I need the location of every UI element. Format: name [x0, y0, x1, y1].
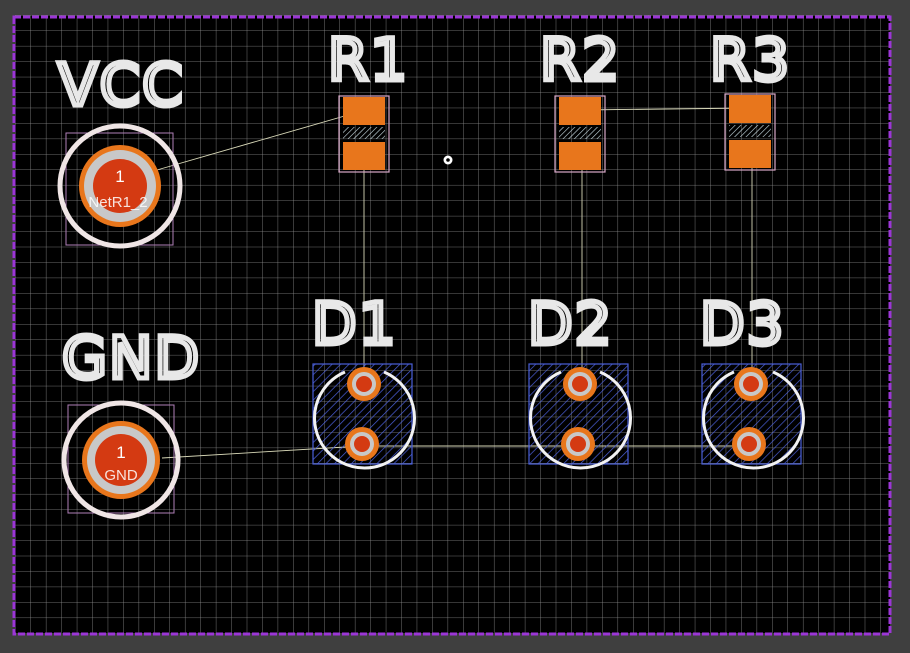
vcc-pad-drill	[93, 159, 147, 213]
gnd-pad-drill	[95, 434, 147, 486]
d2-silk-outline	[529, 370, 632, 470]
led-d1[interactable]: D1	[310, 288, 416, 470]
origin-marker[interactable]	[443, 155, 453, 165]
vcc-label[interactable]: VCC	[56, 49, 186, 122]
vcc-connector[interactable]: 1 NetR1_2 VCC	[56, 49, 186, 249]
r3-body	[724, 93, 776, 171]
vcc-pad-number: 1	[115, 167, 124, 186]
r2-label[interactable]: R2	[538, 24, 622, 97]
r1-body	[338, 95, 390, 173]
led-d2[interactable]: D2	[526, 288, 632, 470]
d3-label[interactable]: D3	[698, 288, 787, 361]
r1-label[interactable]: R1	[326, 24, 410, 97]
r2-pad-1[interactable]	[559, 97, 601, 125]
gnd-pad-net: GND	[104, 467, 138, 484]
r3-silk-gap	[729, 125, 771, 137]
gnd-pad-number: 1	[116, 443, 125, 462]
d3-silk-outline	[702, 370, 805, 470]
gnd-label[interactable]: GND	[60, 322, 202, 395]
gnd-connector[interactable]: 1 GND GND	[60, 322, 202, 520]
r3-pad-1[interactable]	[729, 95, 771, 123]
d1-silk-outline	[313, 370, 416, 470]
r1-silk-gap	[343, 127, 385, 139]
vcc-silk-ring	[57, 123, 183, 249]
resistor-r3[interactable]: R3	[708, 24, 792, 171]
r2-pad-2[interactable]	[559, 142, 601, 170]
d1-label[interactable]: D1	[310, 288, 399, 361]
r2-silk-gap	[559, 127, 601, 139]
r2-body	[554, 95, 606, 173]
vcc-pad-net: NetR1_2	[88, 194, 147, 211]
resistor-r1[interactable]: R1	[326, 24, 410, 173]
resistor-r2[interactable]: R2	[538, 24, 622, 173]
led-d3[interactable]: D3	[698, 288, 805, 470]
r3-label[interactable]: R3	[708, 24, 792, 97]
r1-pad-2[interactable]	[343, 142, 385, 170]
gnd-silk-ring	[61, 400, 181, 520]
r3-pad-2[interactable]	[729, 140, 771, 168]
r1-pad-1[interactable]	[343, 97, 385, 125]
board-outline[interactable]	[12, 15, 892, 636]
d2-label[interactable]: D2	[526, 288, 615, 361]
